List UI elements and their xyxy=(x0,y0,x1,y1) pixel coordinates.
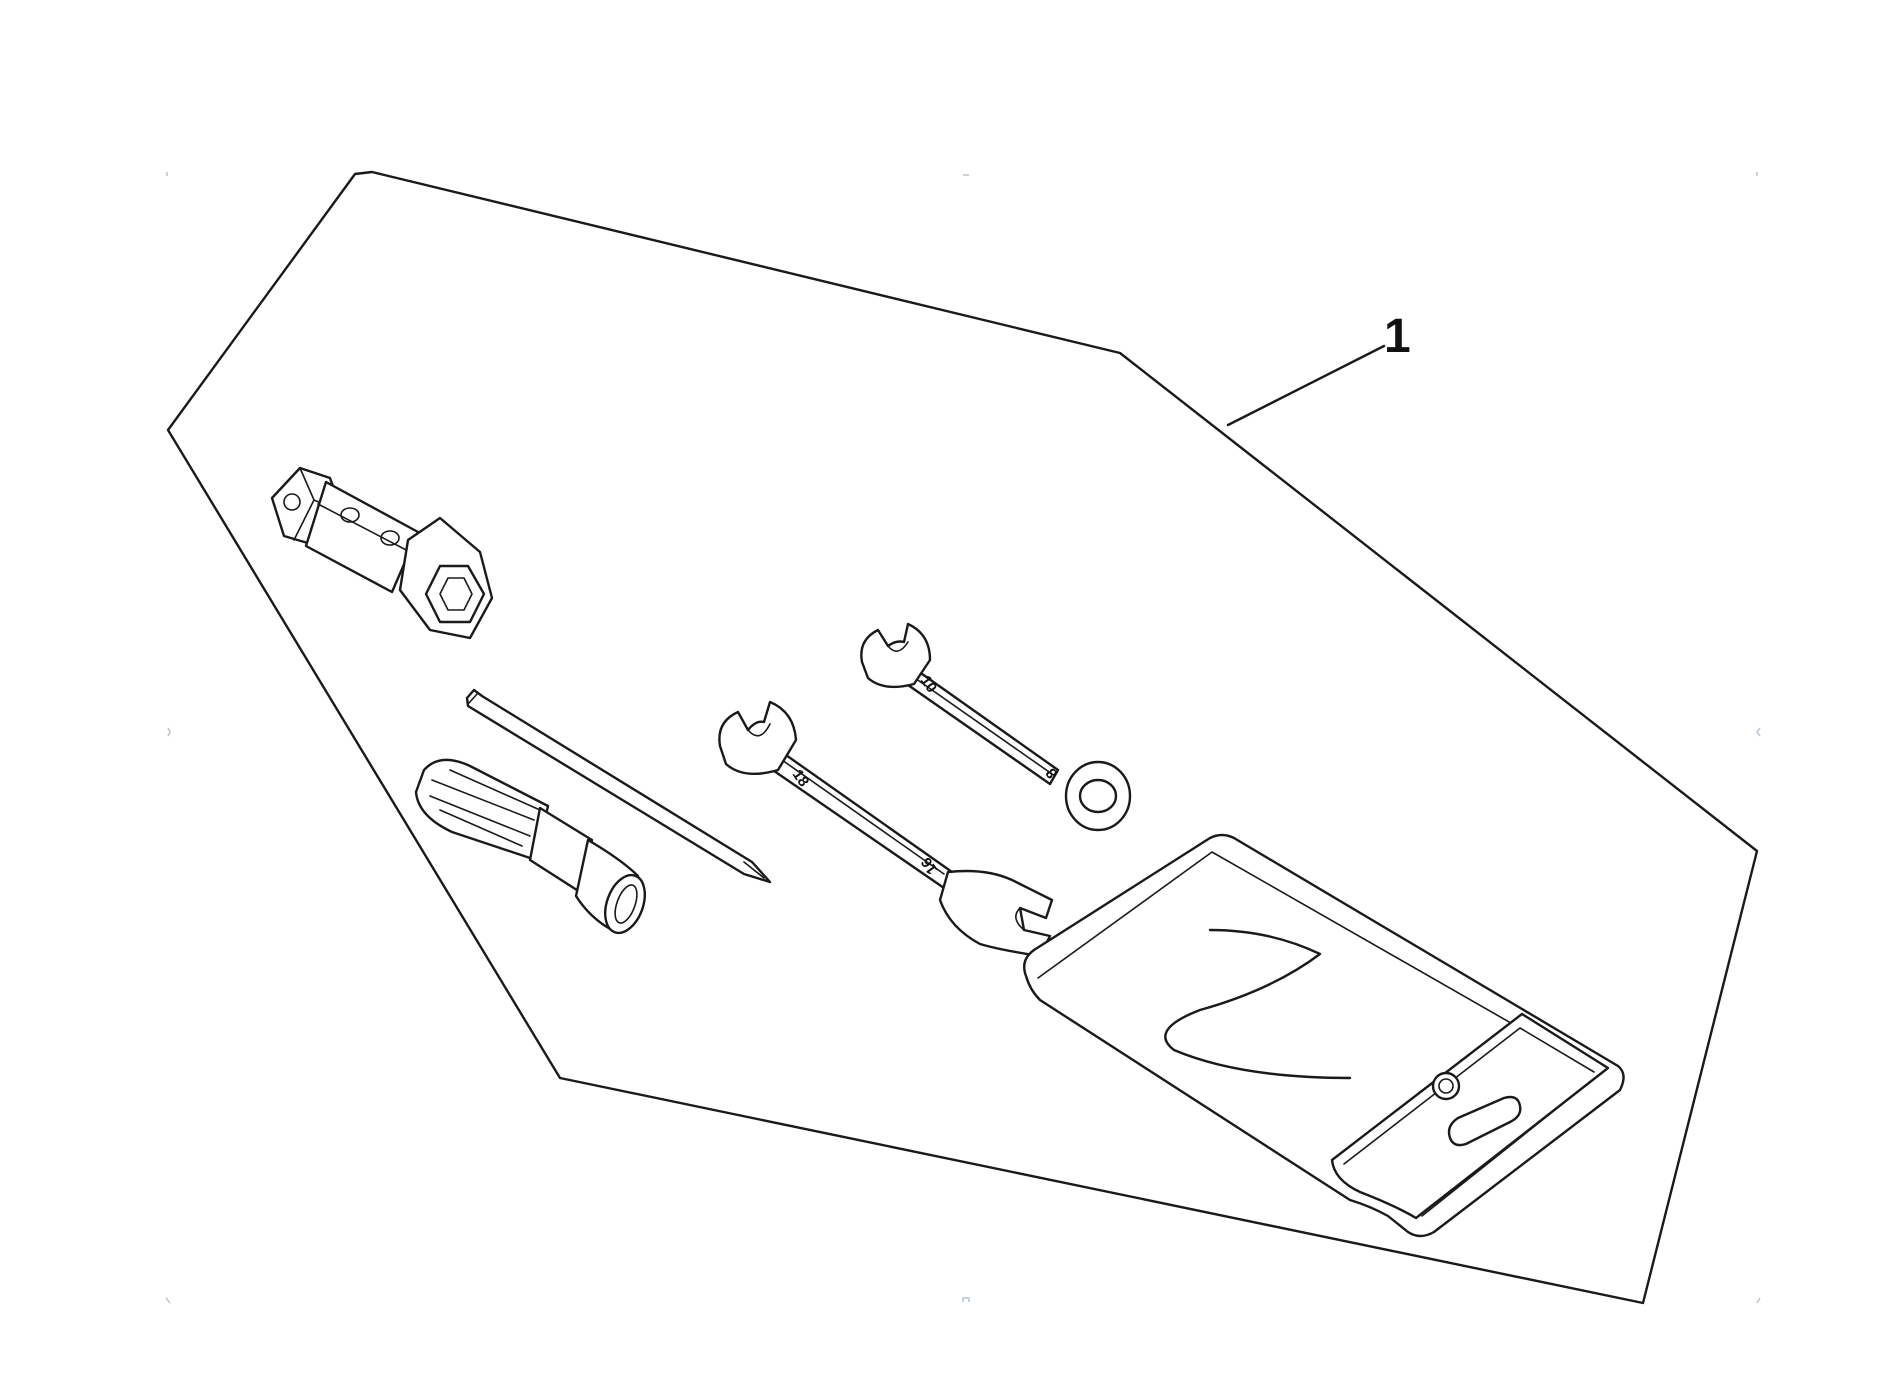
wrench-large-size-a: 18 xyxy=(789,767,812,790)
callout-1: 1 xyxy=(1226,310,1411,427)
pouch-handwritten-mark xyxy=(1164,928,1352,1080)
wrench-small-size-a: 10 xyxy=(917,673,940,696)
plug-socket-wrench xyxy=(270,466,494,640)
kit-outline xyxy=(166,170,1759,1305)
callout-leader xyxy=(1226,344,1386,427)
wrench-small: 10 8 xyxy=(860,622,1132,832)
callout-number: 1 xyxy=(1384,310,1411,363)
crop-marks xyxy=(165,172,1761,1304)
screwdriver-blade xyxy=(465,688,772,884)
screwdriver-handle xyxy=(414,758,646,935)
wrench-large-size-b: 16 xyxy=(918,854,941,877)
tool-pouch xyxy=(1023,833,1625,1238)
